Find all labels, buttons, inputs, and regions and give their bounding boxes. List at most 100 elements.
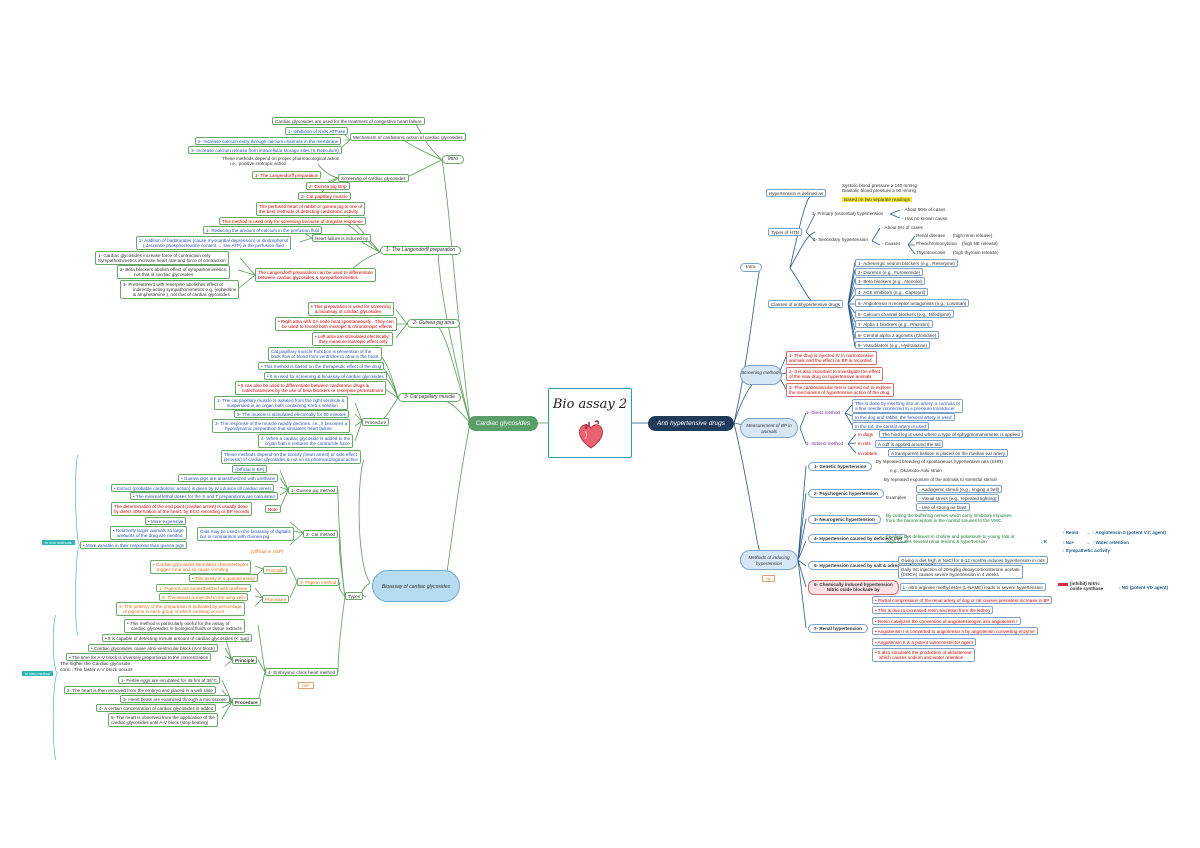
cat-method: 2- Cat method (303, 530, 339, 539)
langendorff-node[interactable]: 1- The Langendorff preparation (380, 246, 462, 256)
pigeon-procedure: Procedure (262, 595, 290, 604)
chem-arrow (1058, 583, 1068, 586)
htn-pheo: Pheochromocytoma (high NE release) (916, 241, 998, 246)
heart-icon (579, 420, 603, 449)
bp-dir-3: In the rat, the carotid artery is used (852, 422, 929, 431)
bioassay-cloud-node[interactable]: Bioassay of cardiac glycosides (372, 570, 460, 602)
pigeon-p1: 1- Pigeons are anaesthetized with uretha… (156, 584, 251, 593)
ah-measure-node[interactable]: Measurement of BP in animals (740, 418, 798, 438)
cg-screening: Screening of cardiac glycosides (338, 174, 409, 183)
in-vivo-tag: In vivo methods (42, 540, 75, 545)
emb-pr2: • Cardiac glycosides cause atrio-ventric… (88, 644, 218, 653)
bp-dogs-t: The hind leg is used where a type of sph… (879, 430, 1023, 439)
chem-no: ↓ NO (potent VD agent) (1118, 585, 1169, 590)
htn-classes: Classes of antihypertensive drugs (768, 300, 843, 309)
guinea-pig-atria-node[interactable]: 2- Guinea pig atria (407, 319, 461, 329)
htn-primary-2: - Has no known cause (902, 216, 948, 221)
lang-rhythm: This method is used only for screening b… (219, 217, 366, 226)
lang-perfused: The perfused heart of rabbit or guinea p… (256, 202, 366, 216)
cp-procedure: Procedure (362, 418, 390, 427)
ren-4: • Angiotensin I is converted to angioten… (872, 627, 1038, 636)
anti-hypertensive-node[interactable]: Anti hypertensive drugs (648, 416, 734, 431)
htn-thyro: Thyrotoxicosis (high thyroxin release) (916, 250, 999, 255)
class-5: 5- Angiotensin II receptor antagonists (… (855, 299, 970, 308)
ah-screening-node[interactable]: Screening methods (740, 365, 782, 385)
class-2: 2- Diuretics (e.g., Furosemide) (855, 268, 924, 277)
renin-label: ↑ Renin (1062, 530, 1079, 535)
psy-ex-1: - Audiogenic stimuli (e.g., ringing a be… (916, 485, 1003, 494)
bp-rats: In rats (858, 441, 871, 446)
ren-5: • Angiotensin II is a potent vasoconstri… (872, 638, 976, 647)
emb-p2: 2- The heart is then removed from the em… (64, 686, 216, 695)
cat-1: • More expensive (145, 517, 187, 526)
ang-label: → ↑ Angiotensin II (potent V.C agent) (1086, 530, 1167, 535)
pigeon-p3: 3- The potency of the preparation is ind… (116, 602, 245, 616)
induce-psychogenic: 2- Psychogenic hypertension (808, 489, 884, 499)
bio-text: These methods depend on the toxicity (he… (221, 450, 362, 464)
psy-ex-3: - Use of strong air blast (916, 503, 970, 512)
lang-c: 3- Pretreatment with reserpine abolishes… (120, 280, 240, 300)
htn-def: Hypertension is defined as (766, 189, 827, 198)
bp-indirect: 2- Indirect method (806, 441, 844, 446)
emb-pr1: • It is capable of detecting minute amou… (102, 634, 253, 643)
htn-based: Based on two separate readings (842, 197, 912, 203)
gp-3: • Left atria are stimulated electrically… (312, 332, 393, 346)
htn-sec-1: - About 5% of cases (882, 225, 923, 230)
cg-intro-node[interactable]: Intro (442, 155, 465, 165)
gen-1: By repeated breeding of spontaneous hype… (876, 459, 1003, 464)
hy-mark: Hy (762, 575, 775, 582)
psy-ex-2: - Visual stress (e.g., repeated lighting… (916, 494, 1000, 503)
in-vitro-tag: In vitro method (22, 671, 54, 676)
class-3: 3- Beta blockers (e.g., Atenolol) (855, 277, 926, 286)
symp-label: ↑ Sympathetic activity (1062, 548, 1110, 553)
gpm-4: The determination of the end point (card… (111, 502, 253, 516)
chem-1: L- nitro arginine methyl ester (L-NAME) … (900, 583, 1046, 592)
bp-dogs: In dogs (858, 432, 874, 437)
na-label: ↑ Na+ (1062, 540, 1075, 545)
induce-neurogenic: 3- Neurogenic hypertension (808, 515, 881, 525)
cg-screen-text: These methods depend on proper pharmacol… (222, 156, 340, 167)
ren-3: • Renin catalyzes the conversion of angi… (872, 617, 1021, 626)
pigeon-principle: Principle (263, 566, 287, 575)
htn-causes: - Causes (882, 241, 901, 246)
ah-inducing-node[interactable]: Methods of inducing hypertension (740, 550, 798, 570)
gen-2: e.g., Okamoto-Aoki strain (890, 468, 942, 473)
cp-4: • It can also be used to differentiate b… (235, 381, 387, 395)
ah-intro-node[interactable]: Intro (740, 263, 762, 273)
class-1: 1- Adrenergic neuron blockers (e.g., Res… (855, 259, 958, 268)
cg-screen-item-1: 1- The Langendorff preparation (252, 171, 322, 180)
cardiac-glycosides-node[interactable]: Cardiac glycosides (468, 416, 538, 431)
pigeon-usp: (Official in USP) (251, 549, 284, 554)
cp-p1: 1- The cat papillary muscle is isolated … (214, 396, 348, 410)
bio-types: Types (345, 592, 364, 601)
htn-primary-1: - About 90% of cases (902, 207, 946, 212)
def-1: Feeding diet deficient in choline and po… (886, 534, 1015, 545)
central-node[interactable]: Bio assay 2 (548, 388, 632, 458)
cg-mechanism: Mechanism of cardiotonic action of cardi… (350, 133, 466, 142)
class-6: 6- Calcium channel blockers (e.g., Nifed… (855, 310, 954, 319)
cat-papillary-node[interactable]: 3- Cat papillary muscle (398, 393, 461, 403)
k-label: ↓ K (1040, 539, 1047, 544)
cp-2: • This method is based on the therapeuti… (258, 362, 385, 371)
pigeon-pr1: • Cardiac glycosides stimulates chemorec… (150, 560, 252, 574)
cp-p3: 3- The response of the muscle rapidly de… (212, 419, 351, 433)
bp-rabbits: In rabbits (858, 451, 877, 456)
gp-2: • Right atria with SA node beat spontane… (275, 317, 397, 331)
lang-b: 2- Beta blockers abolish effect of sympa… (117, 265, 231, 279)
lang-failure: Heart failure is induced by (312, 234, 372, 243)
central-title: Bio assay 2 (552, 397, 628, 412)
ren-6: • It also simulates the production of al… (872, 648, 975, 662)
psy-1: By repeated exposure of the animals to s… (884, 477, 997, 482)
water-label: → ↑ Water retention (1086, 540, 1129, 545)
pigeon-pr2: • This assay is a quantal assay (189, 574, 258, 583)
cg-screen-item-3: 3- Cat papillary muscle (298, 192, 351, 201)
gp-1: • This preparation is used for screening… (308, 302, 394, 316)
emb-procedure: Procedure (232, 698, 261, 707)
emb-p4: 4- A certain concentration of cardiac gl… (96, 704, 217, 713)
emb-p1: 1- Fertile eggs are incubated for 48 hrs… (118, 676, 220, 685)
cat-3: • More variable in their response than g… (80, 541, 187, 550)
